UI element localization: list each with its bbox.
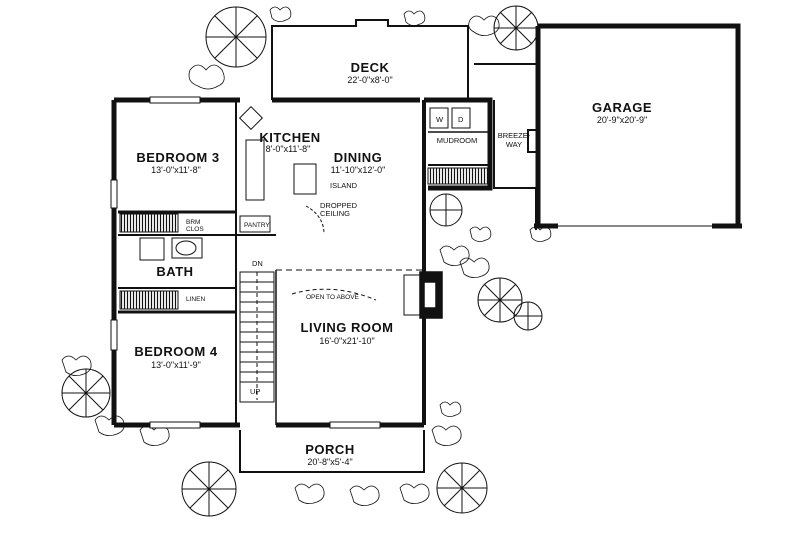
room-name: DECK	[351, 60, 390, 75]
dropped-ceiling-label: DROPPED	[320, 201, 358, 210]
porch-outline	[239, 430, 425, 473]
room-name: KITCHEN	[259, 130, 320, 145]
room-dims: 11'-10"x12'-0"	[331, 165, 386, 175]
room-name: BATH	[156, 264, 193, 279]
room-name: DINING	[334, 150, 383, 165]
fireplace-icon	[419, 271, 443, 319]
room-name: LIVING ROOM	[301, 320, 394, 335]
tree-icon	[429, 193, 463, 227]
room-dims: 22'-0"x8'-0"	[347, 75, 392, 85]
room-name: PORCH	[305, 442, 354, 457]
room-name: MUDROOM	[437, 136, 477, 145]
tree-icon	[513, 301, 543, 331]
tree-icon	[205, 6, 267, 68]
tree-icon	[436, 462, 488, 514]
linen-label: LINEN	[186, 296, 205, 303]
open-to-above-arrow	[291, 288, 377, 301]
room-dims: 16'-0"x21'-10"	[319, 336, 374, 346]
broom-closet-label: CLOS	[186, 226, 204, 233]
room-labels: DECK 22'-0"x8'-0" GARAGE 20'-9"x20'-9" K…	[134, 60, 652, 467]
garage-walls	[534, 23, 742, 229]
room-dims: 20'-8"x5'-4"	[307, 457, 352, 467]
bath-fixtures	[139, 237, 203, 261]
breezeway-outline	[474, 63, 536, 189]
stair-up-label: UP	[250, 387, 260, 396]
room-dims: 13'-0"x11'-8"	[151, 165, 201, 175]
washer-label: W	[436, 115, 444, 124]
room-name: BEDROOM 4	[134, 344, 218, 359]
dropped-ceiling-label: CEILING	[320, 209, 350, 218]
tree-icon	[181, 461, 237, 517]
broom-closet-label: BRM	[186, 219, 200, 226]
room-name: GARAGE	[592, 100, 652, 115]
room-dims: 20'-9"x20'-9"	[597, 115, 647, 125]
closets	[119, 167, 489, 310]
pantry-label: PANTRY	[244, 222, 270, 229]
room-name: BEDROOM 3	[136, 150, 219, 165]
island-label: ISLAND	[330, 181, 358, 190]
breezeway-label: BREEZE-	[498, 131, 531, 140]
exterior-structures	[239, 19, 539, 473]
tree-icon	[477, 277, 523, 323]
tree-icon	[61, 368, 111, 418]
shrub-icon	[61, 6, 552, 506]
dryer-label: D	[458, 115, 464, 124]
stair-down-label: DN	[252, 259, 263, 268]
laundry	[429, 107, 471, 129]
annotations: BREEZE- WAY ISLAND DROPPED CEILING PANTR…	[186, 115, 531, 396]
kitchen-fixtures	[238, 105, 325, 235]
tree-icon	[493, 5, 539, 51]
room-dims: 13'-0"x11'-9"	[151, 360, 201, 370]
open-to-above-label: OPEN TO ABOVE	[306, 294, 360, 301]
landscaping	[61, 5, 552, 517]
deck-outline	[271, 19, 469, 100]
stairs	[239, 271, 275, 403]
room-dims: 8'-0"x11'-8"	[266, 144, 311, 154]
breezeway-label: WAY	[506, 140, 522, 149]
